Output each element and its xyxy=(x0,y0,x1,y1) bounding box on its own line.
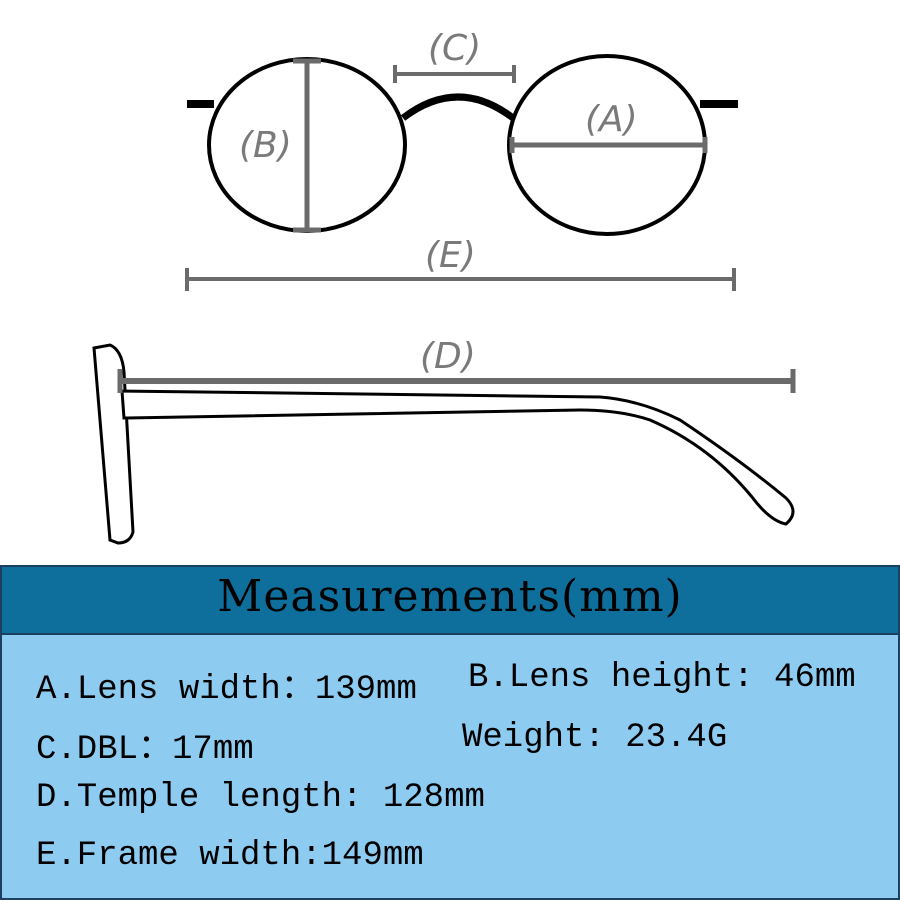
side-view-rim xyxy=(92,343,135,545)
frame-width-spec: E.Frame width:149mm xyxy=(36,837,424,875)
label-b: (B) xyxy=(239,125,292,166)
bridge xyxy=(400,93,516,121)
weight-spec: Weight: 23.4G xyxy=(462,719,728,757)
table-header: Measurements(mm) xyxy=(2,567,898,635)
glasses-diagram: (B) (C) (A) (E) (D) xyxy=(92,28,796,545)
dimension-b xyxy=(293,58,321,233)
temple-length-spec: D.Temple length: 128mm xyxy=(36,779,485,817)
measurements-table: Measurements(mm) A.Lens width：139mm B.Le… xyxy=(0,565,900,900)
dimension-d xyxy=(117,369,796,393)
lens-height-spec: B.Lens height: 46mm xyxy=(468,659,856,697)
dimension-e xyxy=(185,268,736,291)
label-d: (D) xyxy=(420,336,476,377)
label-e: (E) xyxy=(425,235,476,276)
dimension-c xyxy=(393,65,516,83)
table-title: Measurements(mm) xyxy=(217,571,683,622)
dimension-a xyxy=(509,137,708,153)
label-a: (A) xyxy=(585,99,638,140)
dbl-spec: C.DBL：17mm xyxy=(36,731,254,769)
label-c: (C) xyxy=(428,28,481,69)
lens-width-spec: A.Lens width：139mm xyxy=(36,671,417,709)
side-view-temple xyxy=(120,389,795,526)
